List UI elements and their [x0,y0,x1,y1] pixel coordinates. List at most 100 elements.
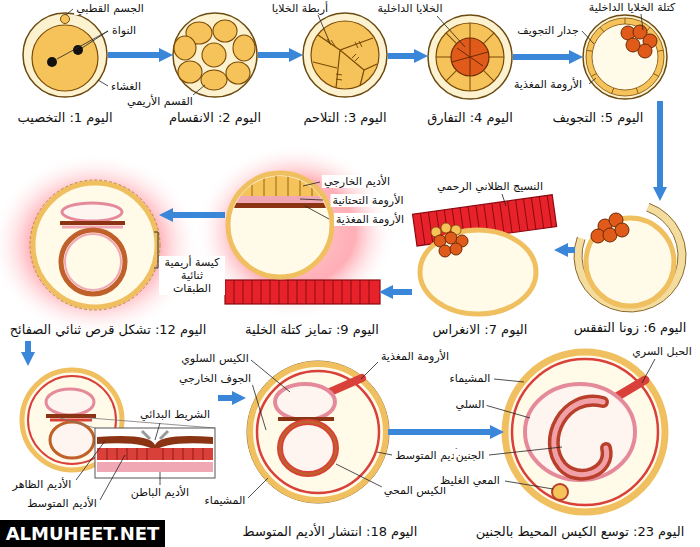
stage-caption: اليوم 4: التفارق [427,110,513,126]
zygote-figure [32,25,98,91]
bilaminar-figure [62,203,122,221]
leader-line [505,481,553,489]
early-blastocyst-figure [483,33,494,44]
stage-figure: اليوم 23: توسع الكيس المحيط بالجنين [503,350,667,514]
blastocyst-figure [587,50,593,51]
early-blastocyst-figure [451,38,489,76]
cleavage-figure [202,43,226,67]
early-blastocyst-figure [446,33,457,44]
part-label: الأرومة المغذية [334,213,406,226]
bilaminar-figure [0,153,200,337]
blastocyst-figure [626,38,640,52]
leader-line [300,199,323,200]
leader-line [582,31,594,44]
part-label: الأديم الباطن [129,486,191,499]
early-blastocyst-figure [436,57,451,58]
stage-caption: اليوم 9: تمايز كتلة الخلية [245,322,379,338]
morula-figure [311,21,379,89]
hatching-figure [591,213,629,243]
implantation-figure [420,230,536,314]
blastocyst-figure [589,21,661,93]
leader-line [57,31,108,59]
early-blastocyst-figure [470,23,471,38]
leader-line [76,441,105,480]
blastocyst-figure [657,50,663,51]
stage-figure: اليوم 3: التلاحم [302,13,388,99]
morula-figure [313,35,377,88]
part-label: الأديم الظاهر [11,478,74,491]
differentiation-figure [228,196,332,203]
hatching-figure [578,207,682,308]
early-blastocyst-figure [483,70,494,81]
gastrulation-figure [50,422,94,458]
part-label: الأرومة المغذية [379,350,451,363]
stage-figure: اليوم 4: التفارق [427,15,513,101]
differentiation-figure [225,280,380,304]
stage-arrow [173,212,225,218]
leader-line [155,423,160,440]
zygote-figure [23,13,107,97]
part-label: الأديم الخارجي [322,175,392,188]
hatching-figure [586,218,674,306]
part-label: الجوف الخارجي [177,372,253,385]
early-blastocyst-figure [428,15,512,99]
mesoderm-figure [330,378,362,392]
morula-figure [327,39,362,80]
stage-arrow [28,341,232,398]
implantation-figure [445,232,457,244]
stage-figure: اليوم 7: الانغراس [412,196,555,318]
blastocyst-figure [600,27,604,32]
gastrulation-figure [46,389,94,415]
leader-line [251,380,266,430]
part-label: السلي [453,398,486,411]
gastrulation-figure [142,431,168,439]
zygote-figure [47,57,57,67]
part-label: أربطة الخلايا [270,2,330,15]
differentiation-figure [228,170,332,208]
leader-line [489,447,562,455]
early-blastocyst-figure [436,23,504,91]
implantation-figure [413,195,557,314]
mesoderm-figure [257,371,379,493]
leader-line [485,405,530,418]
gastrulation-figure [46,414,96,418]
gastrulation-figure [22,370,215,478]
part-label: كتلة الخلايا الداخلية [587,1,677,14]
stage-arrow [25,341,31,352]
implantation-figure [441,223,451,233]
stage-caption: اليوم 2: الانقسام [169,110,261,126]
part-label: الكيس السلوي [179,352,250,365]
early-blastocyst-figure [446,70,457,81]
cleavage-figure [178,61,202,83]
mesoderm-figure [280,422,336,474]
part-label: كيسة أريمية ثنائية الطبقات [159,256,225,295]
leader-line [502,194,506,206]
bilaminar-figure [154,232,158,268]
differentiation-figure [228,170,332,196]
blastocyst-figure [586,18,664,96]
cleavage-figure [173,13,257,97]
implantation-figure [439,245,451,257]
stage-figure: اليوم 1: التخصيب [22,13,108,99]
leader-line [589,78,596,84]
leader-line [377,452,392,455]
blastocyst-figure [591,74,596,77]
leader-line [494,379,524,382]
gastrulation-figure [107,448,203,460]
implantation-figure [450,243,462,255]
stage-figure: اليوم 12: تشكل قرص ثنائي الصفائح [30,180,160,310]
gastrulation-figure [95,428,215,478]
stage-figure: اليوم 18: انتشار الأديم المتوسط [248,362,388,502]
part-label: الشريط البدائي [138,408,212,421]
stage-caption: اليوم 7: الانغراس [433,322,528,338]
leader-line [642,359,655,383]
stage-arrow [513,54,569,60]
cleavage-figure [233,35,255,61]
leader-line [193,85,205,95]
leader-line [437,16,465,47]
cleavage-figure [174,20,255,90]
part-label: الجنين [454,449,487,462]
differentiation-figure [240,170,324,196]
leader-line [57,9,655,500]
part-label: الغشاء [109,80,143,93]
